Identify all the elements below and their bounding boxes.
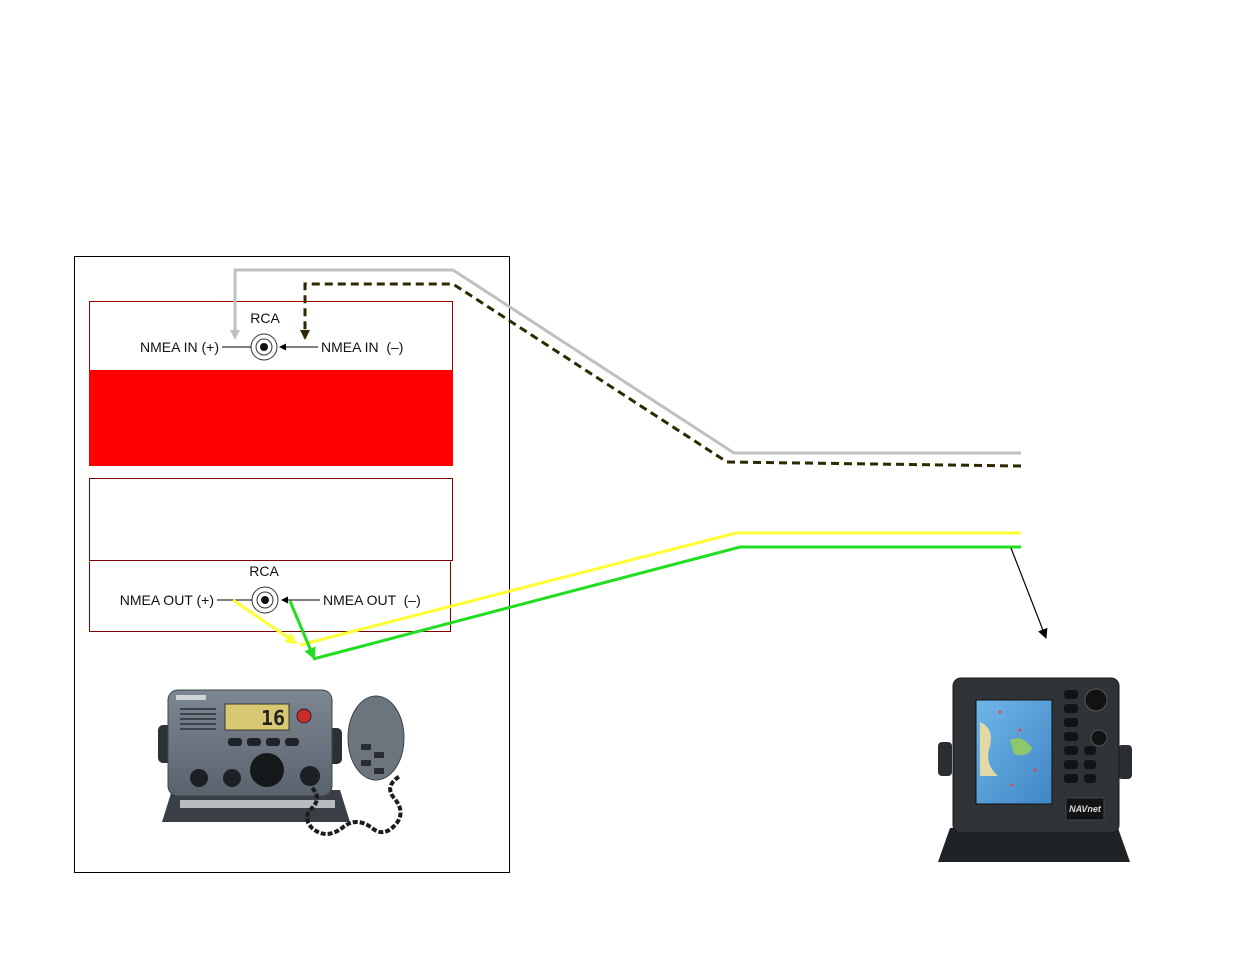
svg-text:NAVnet: NAVnet (1069, 804, 1102, 814)
vhf-radio-icon: 16 (158, 689, 405, 836)
nmea-out-plus-label: NMEA OUT (+) (120, 592, 214, 608)
plotter-pointer-arrow (1010, 547, 1048, 639)
green-wire (312, 545, 1021, 661)
red-warning-band (89, 370, 453, 466)
chart-plotter-icon: NAVnet (938, 677, 1132, 862)
black-dashed-wire (300, 282, 1022, 468)
green-out-lead (288, 600, 316, 660)
rca-in-connector (222, 333, 318, 361)
yellow-out-lead (232, 598, 298, 645)
nmea-out-box (89, 561, 451, 632)
nmea-out-minus-label: NMEA OUT (–) (323, 592, 421, 608)
svg-text:16: 16 (261, 706, 285, 730)
nmea-in-plus-label: NMEA IN (+) (140, 339, 219, 355)
rca-in-label: RCA (250, 310, 280, 326)
nmea-in-minus-label: NMEA IN (–) (321, 339, 403, 355)
rca-out-connector (217, 586, 320, 614)
rca-out-label: RCA (249, 563, 279, 579)
yellow-wire (299, 531, 1021, 647)
gray-wire (230, 268, 1021, 455)
note-box (89, 478, 453, 561)
